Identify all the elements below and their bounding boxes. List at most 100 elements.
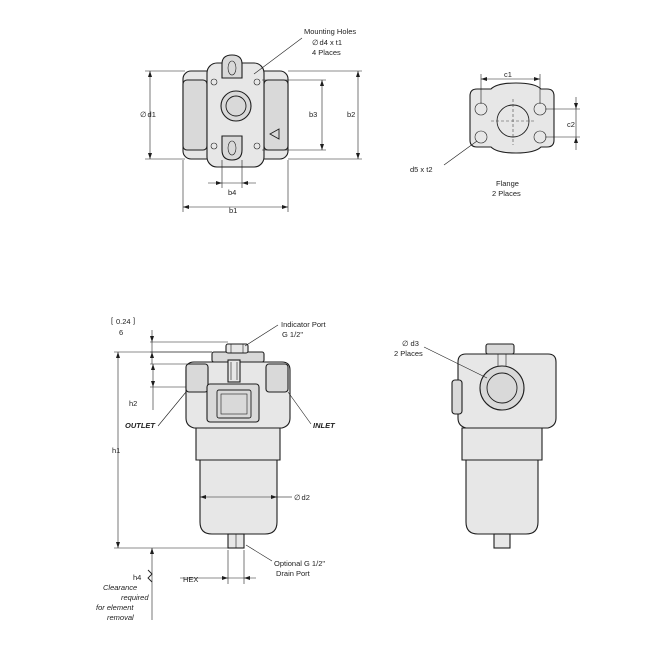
mounting-holes-label-2: ∅d4 x t1 <box>312 38 342 47</box>
b3-arrow-top <box>320 80 324 86</box>
top-view: Mounting Holes ∅d4 x t1 4 Places ∅d1 b3 … <box>140 27 362 215</box>
top-hole-left <box>227 60 237 76</box>
ref6-arrow-top <box>150 336 154 342</box>
front-center-block <box>206 383 260 423</box>
top-view-right-lug <box>263 79 289 151</box>
flange-hole-3 <box>474 130 488 144</box>
h4-label: h4 <box>133 573 141 582</box>
h4-break-mark <box>147 569 153 583</box>
side-drain <box>493 533 511 549</box>
small-hole-3 <box>210 142 218 150</box>
indicator-leader <box>244 324 279 347</box>
side-view: ∅d3 2 Places <box>394 339 557 549</box>
c1-arrow-right <box>534 77 540 81</box>
flange-label-2: 2 Places <box>492 189 521 198</box>
h2-arrow-top <box>151 364 155 370</box>
d2-arrow-left <box>200 495 206 499</box>
b1-arrow-right <box>282 205 288 209</box>
c2-arrow-top <box>574 103 578 109</box>
front-window <box>216 389 252 419</box>
flange-view: c1 c2 d5 x t2 Flange 2 Places <box>410 70 580 198</box>
diameter-symbol-icon: ∅ <box>312 38 319 47</box>
top-hole-bottom <box>227 140 237 156</box>
c2-label: c2 <box>567 120 575 129</box>
c2-arrow-bottom <box>574 137 578 143</box>
d5-leader <box>443 140 478 166</box>
mounting-holes-label-1: Mounting Holes <box>304 27 356 36</box>
small-hole-1 <box>210 78 218 86</box>
d1-label: ∅d1 <box>140 110 156 119</box>
b4-arrow-left <box>216 181 222 185</box>
hex-arrow-right <box>244 576 250 580</box>
front-outlet-boss <box>185 363 209 393</box>
side-port-outer <box>479 365 525 411</box>
b1-label: b1 <box>229 206 237 215</box>
h1-label: h1 <box>112 446 120 455</box>
d3-label-2: 2 Places <box>394 349 423 358</box>
inlet-leader <box>287 391 312 425</box>
d2-arrow-right <box>271 495 277 499</box>
top-hole-boss-bottom <box>221 135 243 161</box>
front-window-inner <box>220 393 248 415</box>
d3-leader <box>423 346 488 379</box>
side-port-inner <box>486 372 518 404</box>
warning-triangle-icon <box>269 128 280 140</box>
b3-label: b3 <box>309 110 317 119</box>
side-bowl-collar <box>461 427 543 461</box>
top-view-left-lug <box>182 79 208 151</box>
indicator-label-1: Indicator Port <box>281 320 327 329</box>
drain-label-2: Drain Port <box>276 569 311 578</box>
hex-arrow-left <box>222 576 228 580</box>
clearance-label-4: removal <box>107 613 134 622</box>
inlet-label: INLET <box>313 421 336 430</box>
mounting-holes-leader <box>253 37 303 75</box>
flange-label-1: Flange <box>496 179 519 188</box>
ref-bracket-close: ] <box>133 316 135 325</box>
clearance-label-1: Clearance <box>103 583 137 592</box>
front-view: [ 0.24 ] 6 Indicator Port G 1/2" h2 OUTL… <box>96 316 336 622</box>
b4-arrow-right <box>242 181 248 185</box>
h2-arrow-bottom <box>151 381 155 387</box>
hex-label: HEX <box>183 575 198 584</box>
side-bowl <box>465 459 539 535</box>
top-hole-boss-left <box>221 54 243 79</box>
drain-leader <box>245 544 273 562</box>
b1-arrow-left <box>183 205 189 209</box>
c1-label: c1 <box>504 70 512 79</box>
b2-arrow-top <box>356 71 360 77</box>
b3-arrow-bottom <box>320 144 324 150</box>
ref-bracket-open: [ <box>111 316 114 325</box>
small-hole-2 <box>253 78 261 86</box>
b2-label: b2 <box>347 110 355 119</box>
d3-label: ∅d3 <box>402 339 419 348</box>
clearance-label-2: required <box>121 593 149 602</box>
b4-label: b4 <box>228 188 236 197</box>
h4-arrow-top <box>150 548 154 554</box>
ref-024-label: 0.24 <box>116 317 131 326</box>
h1-arrow-bottom <box>116 542 120 548</box>
clearance-label-3: for element <box>96 603 134 612</box>
small-hole-4 <box>253 142 261 150</box>
front-bowl-collar <box>195 427 281 461</box>
c1-arrow-left <box>481 77 487 81</box>
front-inlet-boss <box>265 363 289 393</box>
indicator-stem <box>227 359 241 383</box>
drain-label-1: Optional G 1/2" <box>274 559 325 568</box>
d2-label: ∅d2 <box>294 493 310 502</box>
outlet-label: OUTLET <box>125 421 156 430</box>
flange-body <box>469 82 555 154</box>
b2-arrow-bottom <box>356 153 360 159</box>
indicator-port <box>225 343 249 354</box>
d1-arrow-bottom <box>148 153 152 159</box>
h2-label: h2 <box>129 399 137 408</box>
top-view-port-inner <box>225 95 247 117</box>
indicator-label-2: G 1/2" <box>282 330 303 339</box>
h1-arrow-top <box>116 352 120 358</box>
d5-label: d5 x t2 <box>410 165 433 174</box>
ref-6-label: 6 <box>119 328 123 337</box>
d1-arrow-top <box>148 71 152 77</box>
mounting-holes-label-3: 4 Places <box>312 48 341 57</box>
side-indicator-cap <box>485 343 515 355</box>
